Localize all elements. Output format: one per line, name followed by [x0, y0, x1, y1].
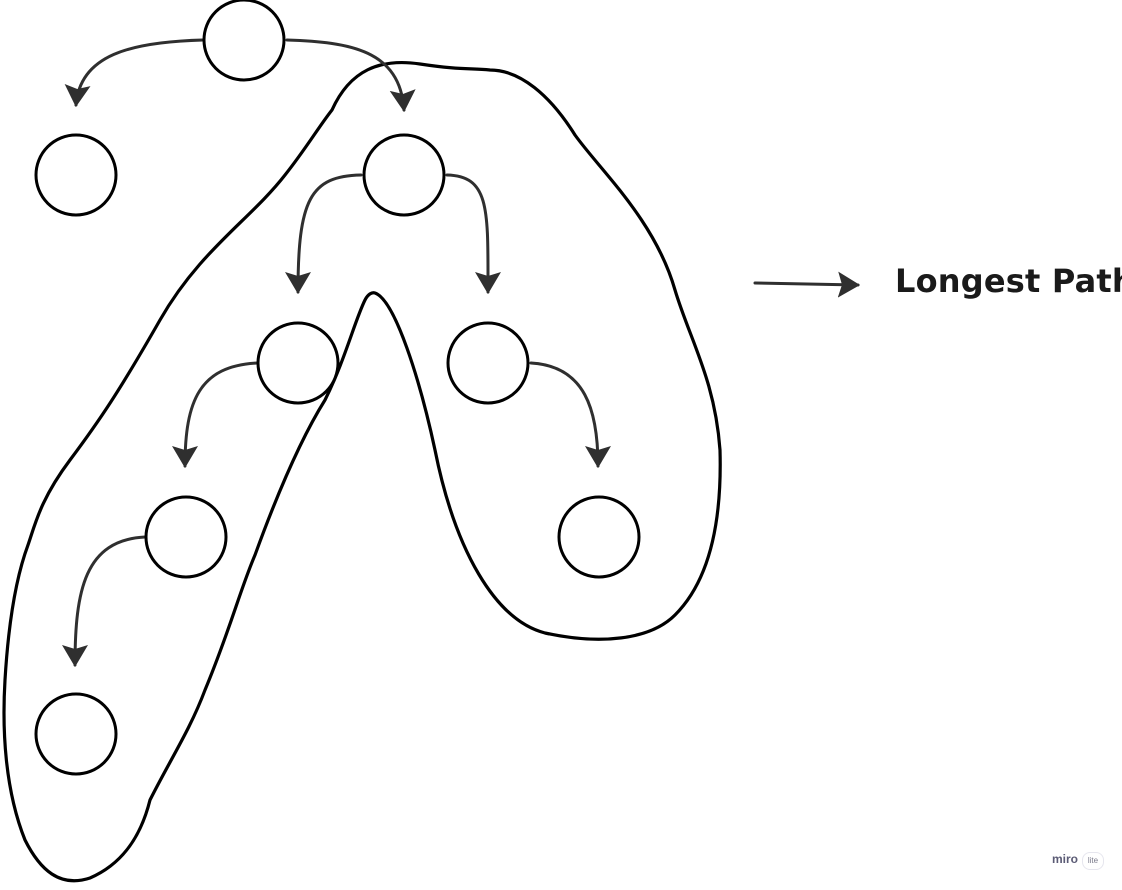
miro-watermark: miro — [1052, 852, 1079, 866]
edge-root-right — [285, 38, 416, 112]
legend-arrow — [753, 271, 860, 298]
node-rl — [256, 321, 340, 405]
edge-right-rr — [445, 173, 502, 294]
node-rlll — [34, 692, 118, 776]
node-rr — [446, 321, 530, 405]
node-left-child — [34, 133, 118, 217]
miro-lite-badge: lite — [1082, 852, 1104, 870]
edge-root-left — [64, 38, 205, 107]
node-rll — [144, 495, 228, 579]
longest-path-outline — [2, 60, 722, 883]
edge-rl-rll — [172, 361, 259, 468]
edge-rll-rlll — [62, 535, 147, 667]
node-rrr — [557, 495, 641, 579]
edge-right-rl — [285, 173, 363, 294]
node-root — [202, 0, 286, 82]
legend-label: Longest Path — [895, 262, 1122, 300]
edge-rr-rrr — [529, 361, 611, 468]
node-right-child — [362, 133, 446, 217]
